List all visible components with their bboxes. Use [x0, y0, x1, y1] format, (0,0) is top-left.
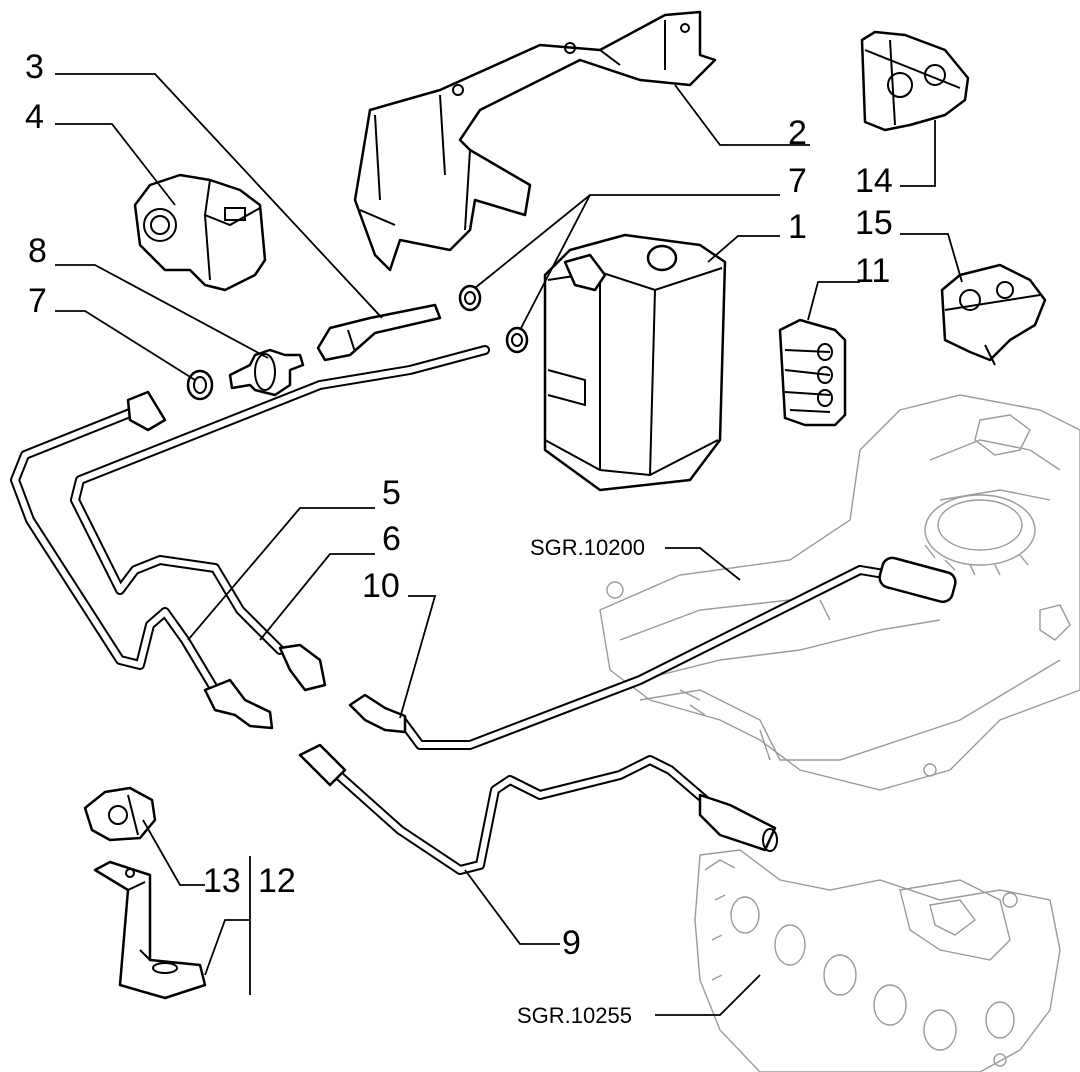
- hose-clip-part-11: [778, 318, 847, 427]
- callout-1: 1: [788, 208, 807, 246]
- callout-14: 14: [855, 162, 893, 200]
- callout-labels: 3 4 8 7 2 7 1 14 15 11 5 6 10 9 13 12 SG…: [25, 48, 893, 1028]
- solenoid-valve-part-4: [133, 173, 267, 292]
- callout-4: 4: [25, 98, 44, 136]
- hose-clip-part-14: [860, 30, 970, 132]
- hose-clip-part-7-b: [458, 284, 482, 312]
- callout-7-left: 7: [28, 282, 47, 320]
- callout-2: 2: [788, 114, 807, 152]
- hose-clip-part-7-c: [505, 326, 529, 354]
- reference-code-manifold: SGR.10255: [517, 1003, 632, 1028]
- bracket-part-2: [353, 10, 717, 272]
- bracket-part-12: [93, 860, 207, 1000]
- callout-11: 11: [855, 252, 890, 290]
- check-valve-part-8: [228, 348, 305, 397]
- fuel-tank-ghost: [599, 394, 1080, 791]
- hose-fittings: [126, 390, 957, 852]
- callout-6: 6: [382, 520, 401, 558]
- callout-5: 5: [382, 474, 401, 512]
- callout-15: 15: [855, 204, 893, 242]
- hoses: [10, 345, 895, 875]
- hose-clip-part-7-a: [186, 369, 214, 401]
- reference-code-tank: SGR.10200: [530, 535, 645, 560]
- callout-9: 9: [562, 924, 581, 962]
- callout-3: 3: [25, 48, 44, 86]
- callout-12: 12: [258, 862, 296, 900]
- callout-13: 13: [203, 862, 241, 900]
- leader-lines: [55, 73, 963, 1016]
- short-hose-part-3: [316, 303, 442, 362]
- hose-clip-part-15: [940, 263, 1047, 366]
- carbon-canister-part-1: [543, 233, 727, 492]
- callout-7-right: 7: [788, 162, 807, 200]
- callout-10: 10: [362, 567, 400, 605]
- clip-part-13: [83, 786, 157, 842]
- callout-8: 8: [28, 232, 47, 270]
- manifold-ghost: [694, 849, 1061, 1072]
